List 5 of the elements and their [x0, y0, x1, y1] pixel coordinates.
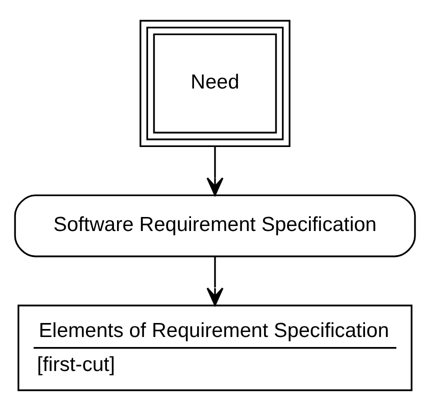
arrow — [206, 146, 224, 196]
node-box: Elements of Requirement Specification [first-cut] — [18, 304, 412, 391]
node-box: Need — [140, 19, 290, 147]
arrow — [206, 256, 224, 306]
node-box: Software Requirement Specification — [14, 194, 416, 257]
